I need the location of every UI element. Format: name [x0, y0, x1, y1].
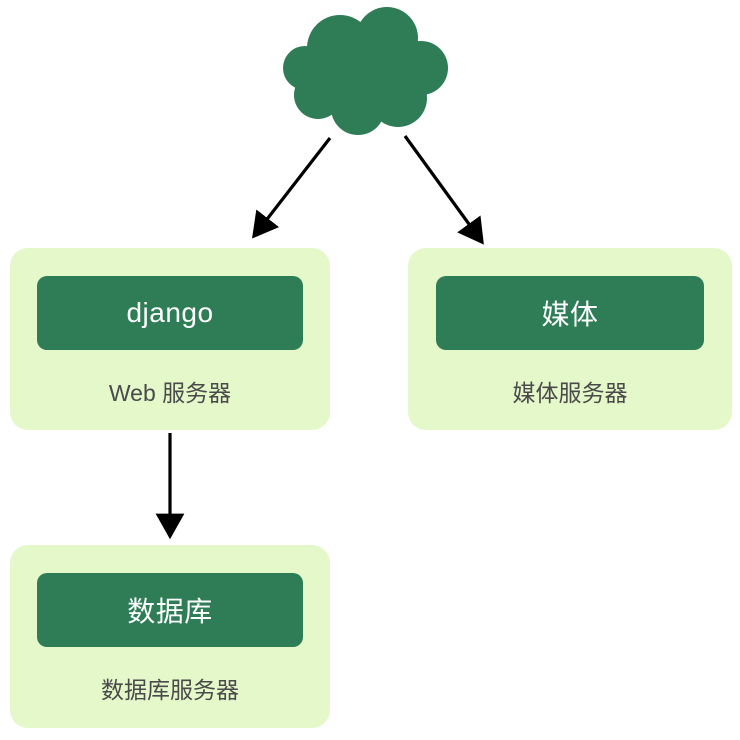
arrow-cloud-to-web [252, 137, 332, 239]
cloud-icon [283, 7, 448, 135]
node-database-server: 数据库 数据库服务器 [10, 545, 330, 728]
node-media-server: 媒体 媒体服务器 [408, 248, 732, 430]
media-server-title: 媒体 [541, 299, 599, 330]
web-server-subtitle: Web 服务器 [108, 380, 232, 406]
media-server-subtitle: 媒体服务器 [512, 380, 628, 406]
web-server-title: django [126, 297, 214, 328]
database-server-subtitle: 数据库服务器 [101, 677, 239, 703]
web-server-title-box: django [37, 276, 303, 350]
arrow-cloud-to-media [403, 135, 484, 245]
database-server-title: 数据库 [127, 596, 213, 627]
database-server-title-box: 数据库 [37, 573, 303, 647]
node-web-server: django Web 服务器 [10, 248, 330, 430]
media-server-title-box: 媒体 [435, 276, 705, 350]
